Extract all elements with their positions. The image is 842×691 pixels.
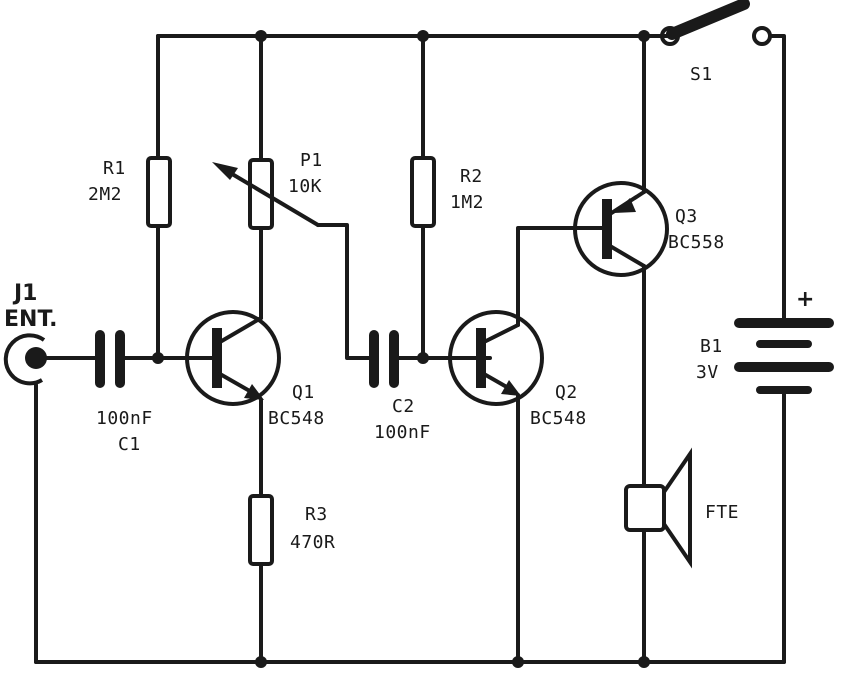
battery-plate-long <box>734 362 834 372</box>
resistor-r2 <box>410 156 436 228</box>
junction-dot <box>417 352 429 364</box>
c2-value-label: 100nF <box>374 422 431 443</box>
q1-value-label: BC548 <box>268 408 325 429</box>
switch-lever <box>666 0 750 40</box>
capacitor-plate <box>95 330 105 388</box>
wire-wiper-c2 <box>316 223 374 360</box>
s1-ref-label: S1 <box>690 64 713 85</box>
transistor-collector <box>218 316 263 344</box>
transistor-q1 <box>185 310 281 406</box>
battery-plate-short <box>756 340 812 348</box>
wire-q2-q3 <box>516 226 608 327</box>
switch-contact <box>752 26 772 46</box>
capacitor-plate <box>115 330 125 388</box>
potentiometer-wiper <box>220 166 320 227</box>
speaker-fte <box>624 447 692 569</box>
q1-ref-label: Q1 <box>292 382 315 403</box>
r1-value-label: 2M2 <box>88 184 122 205</box>
jack-center <box>25 347 47 369</box>
transistor-base-bar <box>212 328 222 388</box>
b1-value-label: 3V <box>696 362 719 383</box>
resistor-r1 <box>146 156 172 228</box>
emitter-arrow <box>244 384 264 400</box>
transistor-body <box>185 310 281 406</box>
c1-ref-label: C1 <box>118 434 141 455</box>
q3-value-label: BC558 <box>668 232 725 253</box>
q3-ref-label: Q3 <box>675 206 698 227</box>
junction-dot <box>255 30 267 42</box>
transistor-body <box>573 181 669 277</box>
q2-ref-label: Q2 <box>555 382 578 403</box>
wiper-arrowhead <box>212 162 238 180</box>
r3-ref-label: R3 <box>305 504 328 525</box>
transistor-collector <box>608 244 646 268</box>
speaker-magnet <box>624 484 666 532</box>
junctions <box>152 30 650 668</box>
p1-value-label: 10K <box>288 176 322 197</box>
jack-j1 <box>3 333 47 386</box>
junction-dot <box>255 656 267 668</box>
emitter-arrow <box>614 198 636 213</box>
speaker-cone <box>662 447 692 569</box>
transistor-body <box>448 310 544 406</box>
junction-dot <box>152 352 164 364</box>
switch-s1 <box>660 0 772 46</box>
r1-ref-label: R1 <box>103 158 126 179</box>
resistor-r3 <box>248 494 274 566</box>
transistor-base-bar <box>602 199 612 259</box>
potentiometer-p1 <box>212 158 320 230</box>
capacitor-c2 <box>369 330 399 388</box>
battery-plate-short <box>756 386 812 394</box>
c2-ref-label: C2 <box>392 396 415 417</box>
transistor-q3 <box>573 181 669 277</box>
junction-dot <box>638 30 650 42</box>
b1-ref-label: B1 <box>700 336 723 357</box>
j1-value-label: ENT. <box>4 307 57 332</box>
c1-value-label: 100nF <box>96 408 153 429</box>
junction-dot <box>512 656 524 668</box>
r2-ref-label: R2 <box>460 166 483 187</box>
j1-ref-label: J1 <box>12 281 38 306</box>
transistor-collector <box>482 323 520 344</box>
junction-dot <box>638 656 650 668</box>
battery-polarity-label: + <box>796 287 814 312</box>
capacitor-plate <box>389 330 399 388</box>
battery-plate-long <box>734 318 834 328</box>
emitter-arrow <box>501 380 521 396</box>
wire-switch-right <box>768 34 786 324</box>
q2-value-label: BC548 <box>530 408 587 429</box>
fte-ref-label: FTE <box>705 502 739 523</box>
p1-ref-label: P1 <box>300 150 323 171</box>
capacitor-plate <box>369 330 379 388</box>
potentiometer-body <box>248 158 274 230</box>
battery-b1 <box>734 318 834 394</box>
transistor-q2 <box>448 310 544 406</box>
junction-dot <box>417 30 429 42</box>
wires <box>34 34 786 664</box>
jack-ring <box>3 333 46 386</box>
capacitor-c1 <box>95 330 125 388</box>
r2-value-label: 1M2 <box>450 192 484 213</box>
r3-value-label: 470R <box>290 532 335 553</box>
transistor-base-bar <box>476 328 486 388</box>
